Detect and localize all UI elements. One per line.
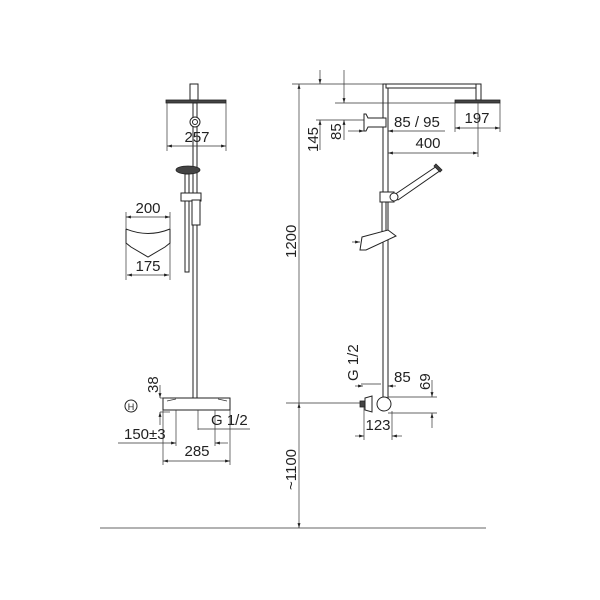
hot-water-symbol bbox=[124, 399, 138, 413]
slider-holder bbox=[180, 192, 202, 202]
holder-ring-inner bbox=[192, 119, 198, 125]
hand-shower-face bbox=[433, 163, 443, 173]
hand-shower-handle bbox=[184, 173, 190, 273]
head-connector bbox=[189, 83, 199, 101]
head-connector bbox=[475, 83, 482, 101]
hot-symbol-letter: H bbox=[128, 402, 135, 412]
dim-height-bar: 1200 bbox=[283, 225, 300, 258]
dim-shelf-bottom: 175 bbox=[135, 258, 160, 275]
mixer-knob bbox=[376, 396, 392, 412]
dim-mixer-projection: 85 bbox=[394, 369, 411, 386]
dim-arm-length: 400 bbox=[415, 135, 440, 152]
dim-holder-offset: 85 bbox=[328, 123, 345, 140]
riser-pipe bbox=[192, 102, 198, 399]
dim-top-offset: 145 bbox=[305, 127, 322, 152]
slide-bar bbox=[381, 201, 387, 233]
shelf-profile bbox=[125, 228, 171, 258]
dim-mixer-height: 38 bbox=[145, 376, 162, 393]
front-view: 257 200 175 38 H G 1/2 150±3 bbox=[118, 83, 250, 465]
label-inlet-thread: G 1/2 bbox=[345, 344, 362, 381]
dim-inlet-spacing: 150±3 bbox=[124, 426, 166, 443]
mixer-body bbox=[364, 395, 373, 413]
dim-mixer-width: 285 bbox=[184, 443, 209, 460]
shower-arm bbox=[385, 83, 479, 89]
dim-wall-distance: 85 / 95 bbox=[394, 114, 440, 131]
wall-bracket bbox=[363, 113, 387, 132]
dim-head-diameter: 197 bbox=[464, 110, 489, 127]
overhead-shower-head bbox=[454, 99, 501, 104]
mixer-handles bbox=[166, 398, 228, 402]
dim-mixer-depth: 123 bbox=[365, 417, 390, 434]
hand-shower bbox=[393, 165, 442, 201]
dim-floor-height: ~1100 bbox=[283, 449, 300, 490]
side-view: 1200 ~1100 197 145 85 85 / 95 400 bbox=[100, 70, 501, 529]
dim-shelf-top: 200 bbox=[135, 200, 160, 217]
dim-head-width: 257 bbox=[184, 129, 209, 146]
inlet-connector bbox=[359, 400, 366, 408]
slide-bar bbox=[191, 199, 201, 226]
dim-mixer-height: 69 bbox=[417, 373, 434, 390]
label-inlet-thread: G 1/2 bbox=[211, 412, 248, 429]
hand-shower-head bbox=[175, 165, 201, 175]
shelf bbox=[359, 229, 397, 251]
holder-knob bbox=[389, 192, 399, 202]
